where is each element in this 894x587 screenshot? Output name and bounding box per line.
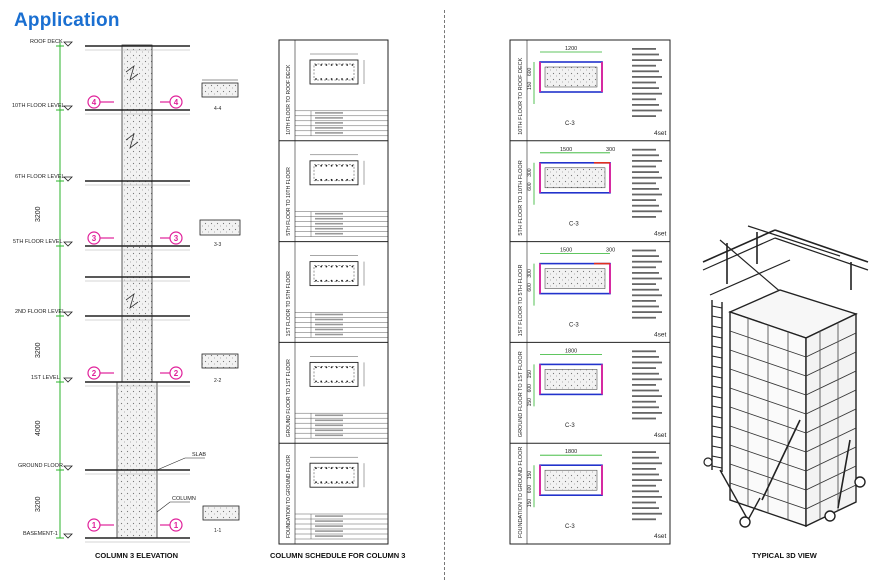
column-schedule: 10TH FLOOR TO ROOF DECK 5TH FLOOR TO 10TH… <box>278 39 389 545</box>
section-markers: 4 4 3 3 2 2 1 1 <box>87 95 183 532</box>
marker-number: 3 <box>92 234 97 243</box>
column-upper <box>121 44 153 383</box>
set-dim-label: 1500 <box>560 248 572 254</box>
set-vdim-label: 600 <box>527 384 533 393</box>
level-label: ROOF DECK <box>30 39 63 45</box>
page-title: Application <box>14 10 120 31</box>
slab-label: SLAB <box>192 452 206 458</box>
set-vdim-label: 150 <box>527 398 533 407</box>
schedule-row-label: 10TH FLOOR TO ROOF DECK <box>286 64 292 135</box>
section-outline <box>309 462 359 488</box>
set-section-label: C-3 <box>565 423 575 429</box>
set-count: 4set <box>654 331 666 338</box>
set-dim-label: 1500 <box>560 147 572 153</box>
schedule-row-label: 1ST FLOOR TO 5TH FLOOR <box>286 271 292 337</box>
section-outline <box>309 261 359 287</box>
schedule-row-label: FOUNDATION TO GROUND FLOOR <box>286 455 292 538</box>
set-vdim-label: 150 <box>527 499 533 508</box>
level-label: 1ST LEVEL <box>31 375 60 381</box>
section-thumbnails: 4-4 3-3 2-2 1-1 <box>199 79 241 534</box>
marker-number: 2 <box>174 369 179 378</box>
dim-label: 4000 <box>35 420 42 436</box>
marker-number: 4 <box>174 98 179 107</box>
section-label: 4-4 <box>214 106 221 112</box>
dim-label: 3200 <box>35 342 42 358</box>
set-section-label: C-3 <box>565 121 575 127</box>
set-vdim-label: 600 <box>527 283 533 292</box>
marker-number: 2 <box>92 369 97 378</box>
section-outline <box>309 361 359 387</box>
caption-elevation: COLUMN 3 ELEVATION <box>95 551 179 560</box>
set-row-label: GROUND FLOOR TO 1ST FLOOR <box>518 351 524 437</box>
set-count: 4set <box>654 231 666 238</box>
level-label: 10TH FLOOR LEVEL <box>12 103 65 109</box>
set-vdim-label: 150 <box>527 81 533 90</box>
set-section-label: C-3 <box>569 222 579 228</box>
level-label: 6TH FLOOR LEVEL <box>15 174 65 180</box>
section-label: 3-3 <box>214 242 221 248</box>
set-row-label: FOUNDATION TO GROUND FLOOR <box>518 447 524 538</box>
dim-label: 3200 <box>35 496 42 512</box>
set-count: 4set <box>654 432 666 439</box>
set-count: 4set <box>654 130 666 137</box>
marker-number: 1 <box>174 521 179 530</box>
set-vdim-label: 600 <box>527 67 533 76</box>
schedule-row-label: 5TH FLOOR TO 10TH FLOOR <box>286 167 292 236</box>
set-section-label: C-3 <box>565 524 575 530</box>
formwork-sets: 10TH FLOOR TO ROOF DECK1200600150C-34set… <box>509 39 671 545</box>
marker-number: 4 <box>92 98 97 107</box>
column-lower <box>116 381 158 539</box>
set-section-label: C-3 <box>569 322 579 328</box>
set-vdim-label: 600 <box>527 485 533 494</box>
set-vdim-label: 150 <box>527 471 533 480</box>
typical-3d-view <box>702 225 869 528</box>
set-dim-label: 300 <box>606 248 615 254</box>
level-label: GROUND FLOOR <box>18 463 63 469</box>
set-count: 4set <box>654 533 666 540</box>
section-label: 2-2 <box>214 378 221 384</box>
schedule-row-label: GROUND FLOOR TO 1ST FLOOR <box>286 359 292 437</box>
marker-number: 1 <box>92 521 97 530</box>
set-row-label: 1ST FLOOR TO 5TH FLOOR <box>518 265 524 337</box>
set-vdim-label: 600 <box>527 182 533 191</box>
caption-schedule: COLUMN SCHEDULE FOR COLUMN 3 <box>270 551 406 560</box>
level-label: 2ND FLOOR LEVEL <box>15 309 65 315</box>
set-dim-label: 1800 <box>565 348 577 354</box>
set-row-label: 10TH FLOOR TO ROOF DECK <box>518 57 524 134</box>
set-row-label: 5TH FLOOR TO 10TH FLOOR <box>518 160 524 235</box>
set-vdim-label: 300 <box>527 168 533 177</box>
set-dim-label: 1800 <box>565 449 577 455</box>
panel-divider <box>444 10 445 580</box>
set-dim-label: 1200 <box>565 46 577 52</box>
set-vdim-label: 150 <box>527 370 533 379</box>
marker-number: 3 <box>174 234 179 243</box>
caption-3d-view: TYPICAL 3D VIEW <box>752 551 817 560</box>
dim-label: 3200 <box>35 206 42 222</box>
elevation-drawing: ROOF DECK 10TH FLOOR LEVEL 6TH FLOOR LEV… <box>12 39 241 543</box>
section-outline <box>309 160 359 186</box>
column-label: COLUMN <box>172 496 196 502</box>
section-outline <box>309 59 359 85</box>
level-label: 5TH FLOOR LEVEL <box>13 239 63 245</box>
section-label: 1-1 <box>214 528 221 534</box>
set-vdim-label: 300 <box>527 269 533 278</box>
level-label: BASEMENT-1 <box>23 531 58 537</box>
set-dim-label: 300 <box>606 147 615 153</box>
